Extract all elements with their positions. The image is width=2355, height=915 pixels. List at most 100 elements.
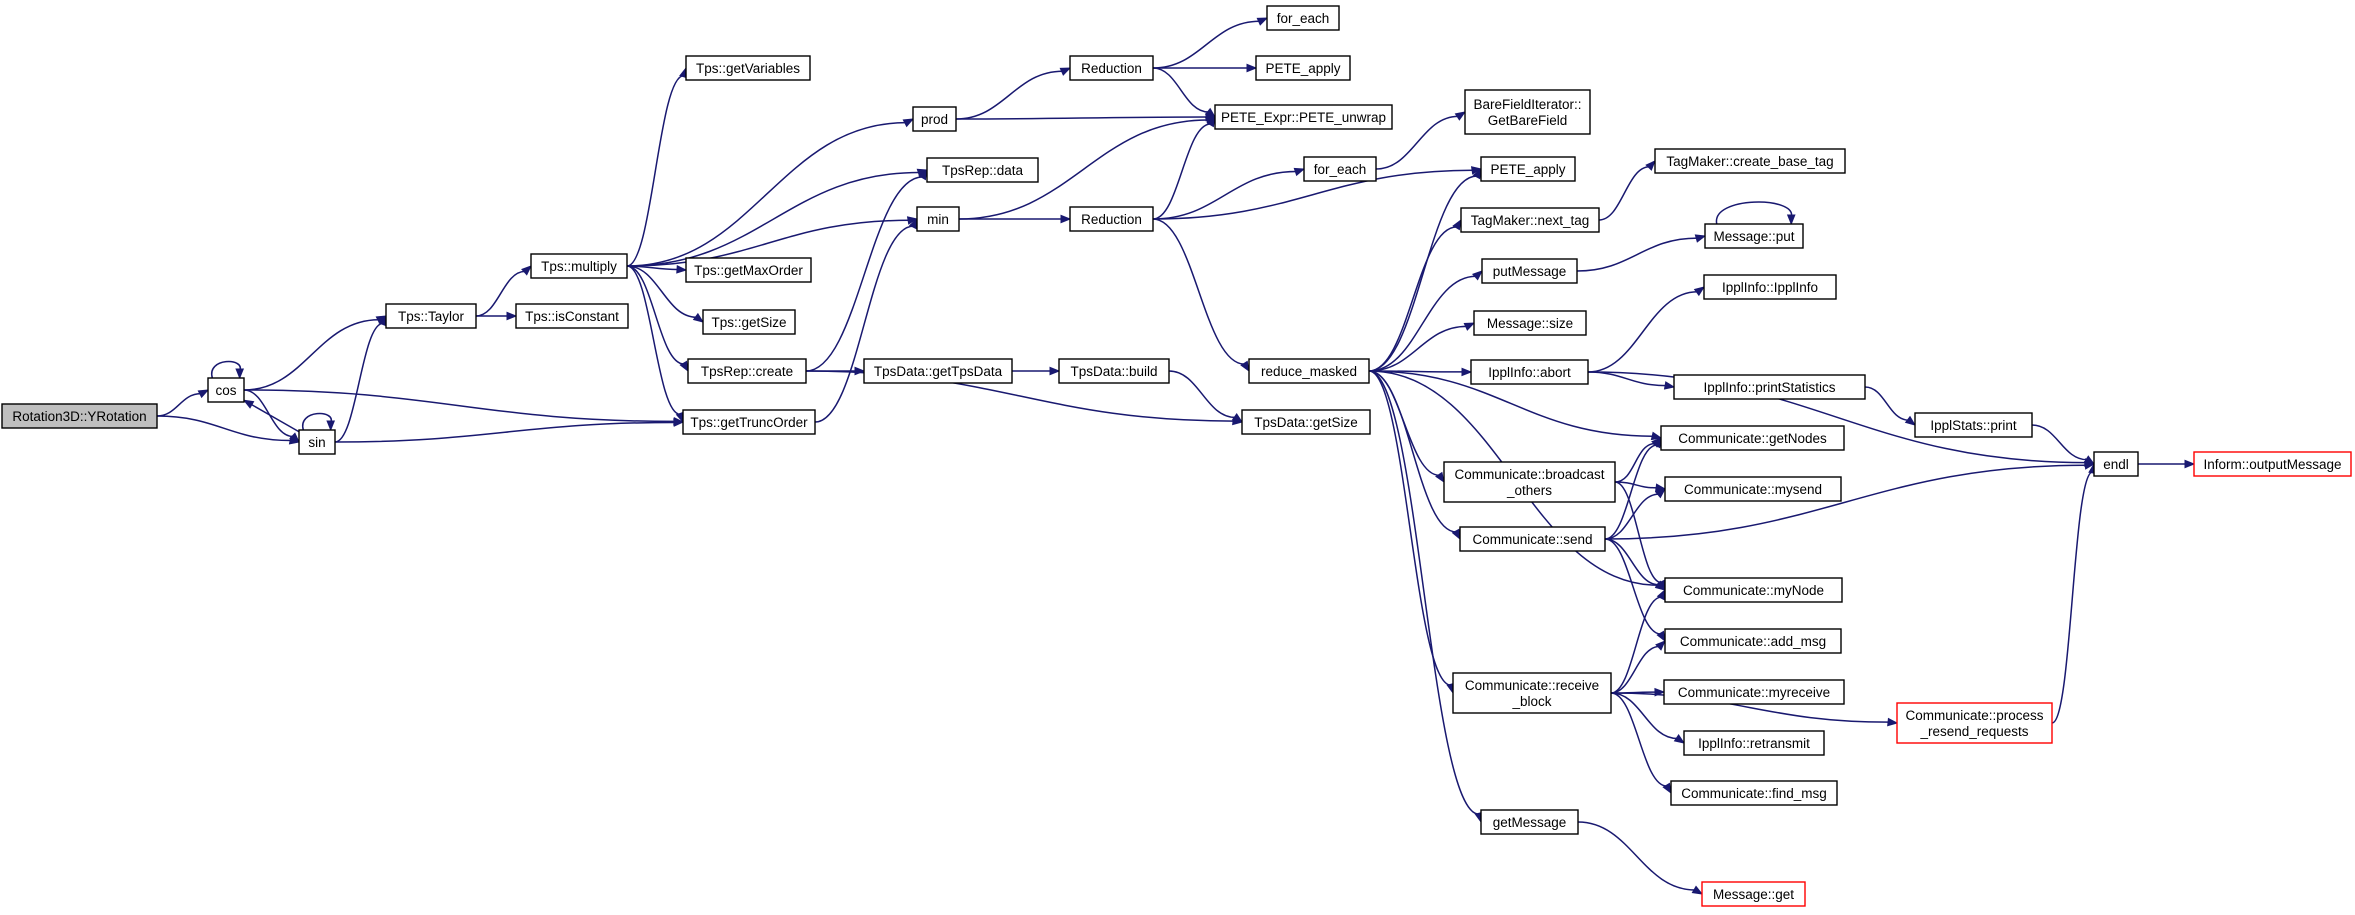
node-box (685, 55, 811, 81)
call-edge-comm_receive-to-comm_addmsg (1610, 640, 1666, 694)
call-edge-ipplstats_print-to-endl (2031, 424, 2096, 465)
call-edge-tps_multiply-to-tps_getsize (626, 265, 705, 323)
node-tps_getmaxorder[interactable]: Tps::getMaxOrder (685, 257, 812, 283)
call-edge-comm_receive-to-ipplinfo_retransmit (1610, 692, 1686, 744)
node-tpsrep_create[interactable]: TpsRep::create (687, 358, 807, 384)
call-edge-for_each2-to-barefield (1375, 111, 1467, 170)
node-message_get[interactable]: Message::get (1701, 881, 1806, 907)
node-box (1703, 274, 1837, 300)
node-label: Communicate::receive (1465, 678, 1599, 693)
node-endl[interactable]: endl (2093, 451, 2139, 477)
node-box (1473, 310, 1587, 336)
node-tps_getvariables[interactable]: Tps::getVariables (685, 55, 811, 81)
node-comm_receive[interactable]: Communicate::receive_block (1452, 672, 1612, 714)
node-min[interactable]: min (916, 206, 960, 232)
arrowhead-icon (1293, 167, 1306, 177)
arrowhead-icon (1663, 381, 1676, 390)
node-comm_send[interactable]: Communicate::send (1459, 526, 1606, 552)
node-ipplinfo_printstats[interactable]: IpplInfo::printStatistics (1673, 374, 1866, 400)
node-box (687, 358, 807, 384)
edge-line (1375, 115, 1459, 170)
node-pete_apply1[interactable]: PETE_apply (1255, 55, 1351, 81)
node-label: putMessage (1493, 264, 1567, 279)
node-label: PETE_apply (1265, 61, 1340, 76)
node-sin[interactable]: sin (298, 429, 336, 455)
node-reduction2[interactable]: Reduction (1069, 206, 1154, 232)
node-barefield[interactable]: BareFieldIterator::GetBareField (1464, 89, 1591, 135)
node-box (1443, 461, 1616, 503)
node-reduce_masked[interactable]: reduce_masked (1248, 358, 1370, 384)
node-ipplinfo_retransmit[interactable]: IpplInfo::retransmit (1683, 730, 1825, 756)
node-tpsdata_getsize[interactable]: TpsData::getSize (1241, 409, 1371, 435)
node-label: Tps::getSize (711, 315, 786, 330)
node-comm_myreceive[interactable]: Communicate::myreceive (1663, 679, 1845, 705)
arrowhead-icon (1204, 107, 1217, 118)
node-tps_isconstant[interactable]: Tps::isConstant (515, 303, 629, 329)
node-tagmaker_create[interactable]: TagMaker::create_base_tag (1654, 148, 1846, 174)
edge-line (626, 171, 920, 267)
node-ipplinfo_abort[interactable]: IpplInfo::abort (1470, 359, 1589, 385)
node-box (1654, 148, 1846, 174)
node-tagmaker_next[interactable]: TagMaker::next_tag (1460, 207, 1600, 233)
node-ipplinfo_ipplinfo[interactable]: IpplInfo::IpplInfo (1703, 274, 1837, 300)
node-box (685, 257, 812, 283)
edge-line (1604, 538, 1659, 586)
node-box (1460, 207, 1600, 233)
call-edge-ipplinfo_abort-to-ipplinfo_ipplinfo (1587, 286, 1706, 373)
node-box (1069, 55, 1154, 81)
node-comm_addmsg[interactable]: Communicate::add_msg (1664, 628, 1842, 654)
node-message_put[interactable]: Message::put (1704, 223, 1804, 249)
edge-line (334, 421, 676, 443)
edge-line (1576, 237, 1698, 272)
call-edge-min-to-reduction2 (958, 214, 1072, 224)
arrowhead-icon (326, 420, 336, 432)
node-reduction1[interactable]: Reduction (1069, 55, 1154, 81)
node-for_each1[interactable]: for_each (1266, 5, 1340, 31)
edge-line (243, 318, 379, 391)
node-tps_multiply[interactable]: Tps::multiply (530, 253, 628, 279)
node-label: reduce_masked (1261, 364, 1357, 379)
node-label: PETE_apply (1490, 162, 1565, 177)
call-edge-cos-to-tps_gettruncorder (243, 389, 685, 426)
node-box (1481, 258, 1578, 284)
node-tps_gettruncorder[interactable]: Tps::getTruncOrder (682, 409, 816, 435)
node-comm_findmsg[interactable]: Communicate::find_msg (1670, 780, 1838, 806)
edge-line (1587, 371, 1667, 387)
arrowhead-icon (1662, 782, 1672, 795)
node-box (530, 253, 628, 279)
edge-line (955, 116, 1208, 120)
call-edge-comm_receive-to-comm_process (1610, 692, 1899, 727)
node-comm_broadcast[interactable]: Communicate::broadcast_others (1443, 461, 1616, 503)
node-inform_output[interactable]: Inform::outputMessage (2193, 451, 2352, 477)
call-edge-tps_multiply-to-tps_getvariables (626, 66, 688, 267)
node-tpsrep_data[interactable]: TpsRep::data (926, 157, 1039, 183)
node-pete_apply2[interactable]: PETE_apply (1480, 156, 1576, 182)
node-message_size[interactable]: Message::size (1473, 310, 1587, 336)
node-prod[interactable]: prod (912, 106, 957, 132)
node-cos[interactable]: cos (207, 377, 245, 403)
node-tpsdata_build[interactable]: TpsData::build (1058, 358, 1170, 384)
node-comm_mynode[interactable]: Communicate::myNode (1664, 577, 1843, 603)
call-edge-reduce_masked-to-pete_apply2 (1368, 167, 1482, 372)
arrowhead-icon (679, 360, 689, 373)
node-ipplstats_print[interactable]: IpplStats::print (1914, 412, 2033, 438)
call-edge-cos-to-sin (243, 389, 300, 443)
call-edge-reduce_masked-to-comm_getnodes (1368, 370, 1663, 441)
node-for_each2[interactable]: for_each (1303, 156, 1377, 182)
node-tps_taylor[interactable]: Tps::Taylor (385, 303, 477, 329)
node-tpsdata_gettpsdata[interactable]: TpsData::getTpsData (863, 358, 1013, 384)
node-comm_getnodes[interactable]: Communicate::getNodes (1660, 425, 1845, 451)
arrowhead-icon (1693, 286, 1706, 297)
node-label: Message::put (1713, 229, 1794, 244)
node-comm_mysend[interactable]: Communicate::mysend (1664, 476, 1842, 502)
arrowhead-icon (676, 265, 688, 274)
node-box (1896, 702, 2053, 744)
node-tps_getsize[interactable]: Tps::getSize (702, 309, 796, 335)
node-label: TagMaker::create_base_tag (1666, 154, 1833, 169)
node-label: for_each (1277, 11, 1330, 26)
node-putmessage[interactable]: putMessage (1481, 258, 1578, 284)
node-comm_process[interactable]: Communicate::process_resend_requests (1896, 702, 2053, 744)
node-getmessage[interactable]: getMessage (1480, 809, 1579, 835)
node-pete_unwrap[interactable]: PETE_Expr::PETE_unwrap (1214, 104, 1393, 130)
node-yrotation[interactable]: Rotation3D::YRotation (1, 403, 158, 429)
